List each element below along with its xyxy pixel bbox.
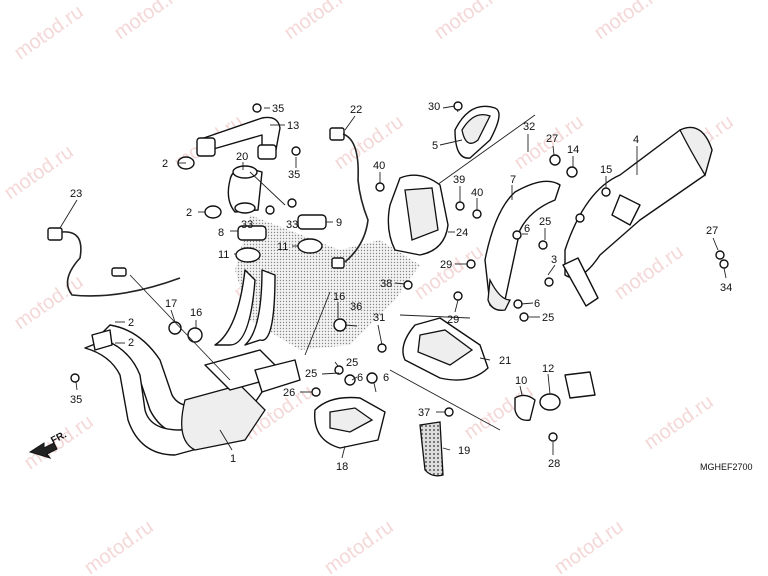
clamp-9 [297, 214, 327, 230]
watermark-text: motod.ru [80, 516, 157, 576]
watermark-text: motod.ru [320, 516, 397, 576]
callout-25: 25 [542, 312, 554, 324]
callout-2: 2 [128, 317, 134, 329]
heat-pad-19 [419, 421, 444, 477]
callout-16: 16 [333, 291, 345, 303]
callout-3: 3 [551, 254, 557, 266]
callout-27: 27 [706, 225, 718, 237]
callout-19: 19 [458, 445, 470, 457]
callout-2: 2 [162, 158, 168, 170]
callout-35: 35 [288, 169, 300, 181]
joint-pipe-20 [227, 165, 263, 214]
callout-labels: 35 13 2 20 35 2 33 33 9 8 11 11 22 23 40… [70, 101, 732, 473]
callout-33: 33 [241, 219, 253, 231]
callout-23: 23 [70, 188, 82, 200]
callout-35: 35 [70, 394, 82, 406]
callout-32: 32 [523, 121, 535, 133]
callout-21: 21 [499, 355, 511, 367]
callout-7: 7 [510, 174, 516, 186]
callout-24: 24 [456, 227, 468, 239]
callout-22: 22 [350, 104, 362, 116]
callout-6: 6 [357, 372, 363, 384]
callout-30: 30 [428, 101, 440, 113]
callout-2: 2 [186, 207, 192, 219]
watermark-text: motod.ru [0, 141, 77, 204]
callout-12: 12 [542, 363, 554, 375]
callout-33: 33 [286, 219, 298, 231]
exhaust-manifold [84, 269, 301, 456]
heat-shield-small [454, 105, 500, 159]
callout-25: 25 [346, 357, 358, 369]
callout-25: 25 [539, 216, 551, 228]
callout-37: 37 [418, 407, 430, 419]
watermark-text: motod.ru [10, 1, 87, 64]
callout-6: 6 [524, 223, 530, 235]
joint-pipe-13 [196, 116, 281, 160]
callout-35: 35 [272, 103, 284, 115]
gasket-11 [235, 247, 261, 263]
callout-26: 26 [283, 387, 295, 399]
callout-40: 40 [471, 187, 483, 199]
leader-lines [59, 105, 727, 459]
bracket-18 [314, 396, 386, 449]
muffler [562, 126, 713, 307]
watermark-text: motod.ru [430, 0, 507, 44]
callout-25: 25 [305, 368, 317, 380]
callout-34: 34 [720, 282, 732, 294]
callout-31: 31 [373, 312, 385, 324]
callout-39: 39 [453, 174, 465, 186]
callout-6: 6 [534, 298, 540, 310]
callout-11: 11 [277, 241, 288, 253]
watermark-text: motod.ru [590, 0, 667, 44]
callout-29: 29 [447, 314, 459, 326]
callout-6: 6 [383, 372, 389, 384]
callout-4: 4 [633, 134, 639, 146]
callout-13: 13 [287, 120, 299, 132]
frame-outline-region [235, 215, 420, 350]
callout-16: 16 [190, 307, 202, 319]
callout-18: 18 [336, 461, 348, 473]
callout-5: 5 [432, 140, 438, 152]
watermark-text: motod.ru [610, 241, 687, 304]
watermark-text: motod.ru [110, 0, 187, 44]
callout-11: 11 [218, 249, 229, 261]
mid-pipe [484, 180, 561, 311]
callout-17: 17 [165, 298, 177, 310]
watermark-text: motod.ru [280, 0, 357, 44]
callout-10: 10 [515, 375, 527, 387]
heat-guard-21 [402, 317, 489, 381]
heat-shield-24 [387, 174, 449, 256]
diagram-code: MGHEF2700 [700, 462, 753, 472]
o2-sensor-23 [47, 227, 181, 297]
callout-40: 40 [373, 160, 385, 172]
callout-8: 8 [218, 227, 224, 239]
callout-28: 28 [548, 458, 560, 470]
watermark-text: motod.ru [330, 111, 407, 174]
callout-20: 20 [236, 151, 248, 163]
callout-1: 1 [230, 453, 236, 465]
clamp-8 [237, 225, 267, 241]
callout-29: 29 [440, 259, 452, 271]
watermark-text: motod.ru [550, 516, 627, 576]
callout-38: 38 [380, 278, 392, 290]
gasket [204, 205, 222, 219]
watermark-text: motod.ru [640, 391, 717, 454]
gasket-11 [297, 238, 323, 254]
fasteners [70, 103, 729, 442]
callout-14: 14 [567, 144, 579, 156]
callout-9: 9 [336, 217, 342, 229]
callout-2: 2 [128, 337, 134, 349]
callout-36: 36 [350, 301, 362, 313]
callout-27: 27 [546, 133, 558, 145]
callout-15: 15 [600, 164, 612, 176]
watermark-text: motod.ru [10, 271, 87, 334]
o2-sensor-22 [329, 127, 369, 269]
